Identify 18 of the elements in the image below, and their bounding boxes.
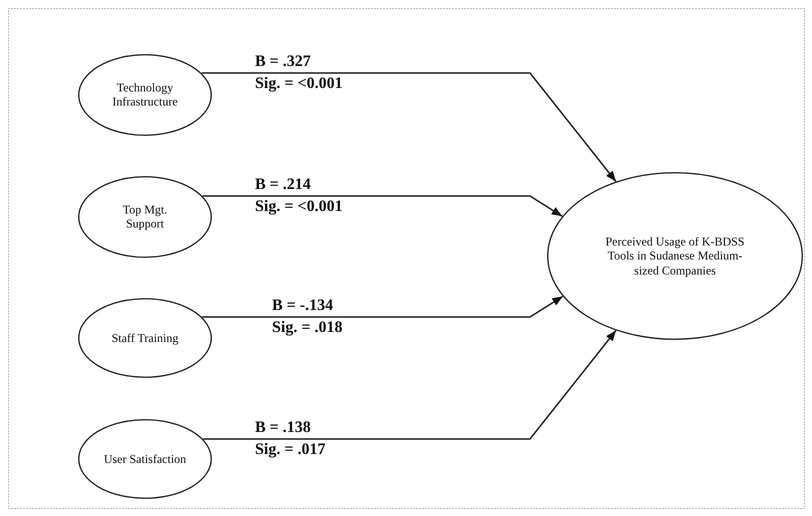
ellipse-node <box>78 54 212 136</box>
ellipse-node <box>78 419 212 499</box>
node-label: Technology Infrastructure <box>111 80 179 110</box>
arrow <box>202 195 563 217</box>
ellipse-node <box>547 172 803 340</box>
node-label: Top Mgt. Support <box>122 202 168 232</box>
arrow <box>202 296 564 318</box>
ellipse-node <box>78 176 212 258</box>
edge-label: B = -.134 Sig. = .018 <box>272 296 342 337</box>
node-label: Staff Training <box>110 330 180 346</box>
node-label: User Satisfaction <box>102 452 188 466</box>
arrow <box>202 72 617 182</box>
node-label: Perceived Usage of K-BDSS Tools in Sudanese Medium-sized Companies <box>604 234 746 278</box>
ellipse-node <box>78 298 212 378</box>
edge-label: B = .214 Sig. = <0.001 <box>255 175 343 216</box>
edge-label: B = .138 Sig. = .017 <box>255 418 326 459</box>
edge-label: B = .327 Sig. = <0.001 <box>255 52 343 93</box>
arrow <box>203 330 617 440</box>
